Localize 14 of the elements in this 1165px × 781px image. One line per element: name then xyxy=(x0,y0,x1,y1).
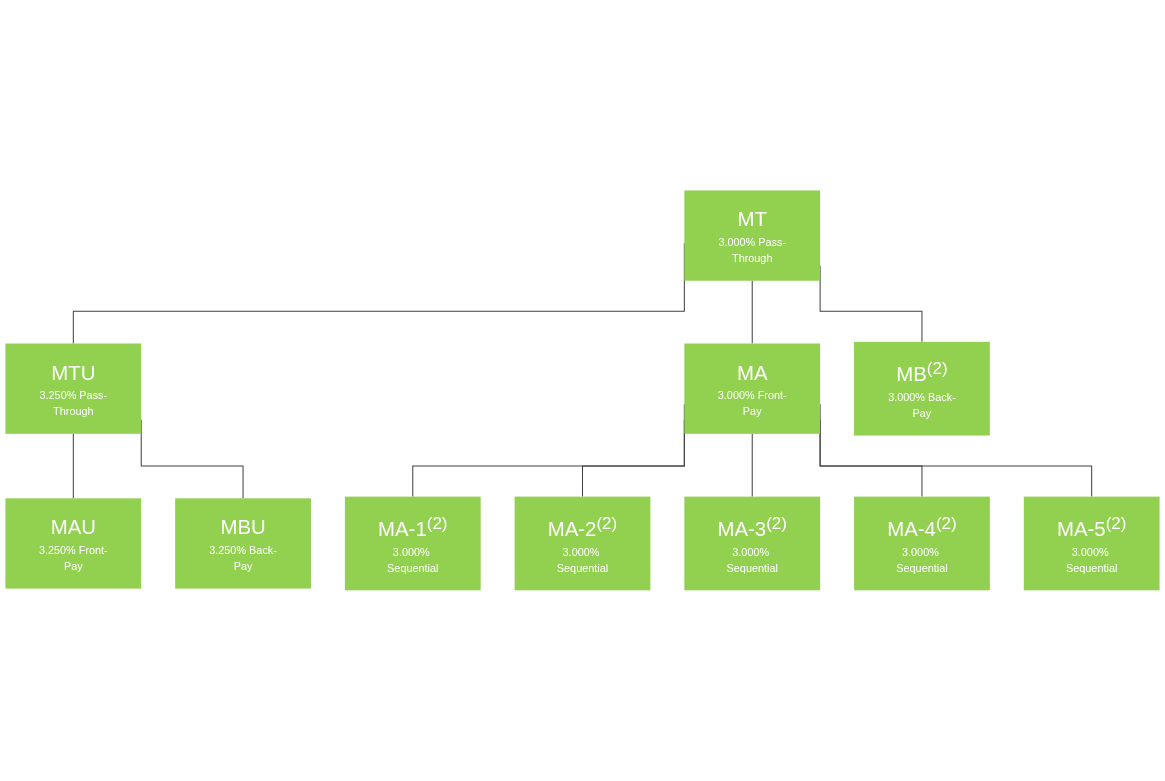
connector xyxy=(72,433,74,499)
node-box: MA 3.000% Front-Pay xyxy=(684,343,821,434)
node-box: MA-5$^{(2)}$ 3.000% Sequential xyxy=(1023,496,1160,591)
node-box: MA-4$^{(2)}$ 3.000% Sequential xyxy=(854,496,990,591)
node-box: MTU 3.250% Pass-Through xyxy=(5,343,142,434)
node-box: MT 3.000% Pass-Through xyxy=(684,190,821,281)
node-box: MBU 3.250% Back-Pay xyxy=(175,498,311,589)
node-box: MA-1$^{(2)}$ 3.000% Sequential xyxy=(344,496,481,591)
node-box: MA-3$^{(2)}$ 3.000% Sequential xyxy=(684,496,821,591)
node-box: MB$^{(2)}$ 3.000% Back-Pay xyxy=(854,341,990,436)
node-box: MA-2$^{(2)}$ 3.000% Sequential xyxy=(514,496,651,591)
node-box: MAU 3.250% Front-Pay xyxy=(5,498,142,589)
connector xyxy=(751,280,753,345)
connector xyxy=(751,433,753,498)
